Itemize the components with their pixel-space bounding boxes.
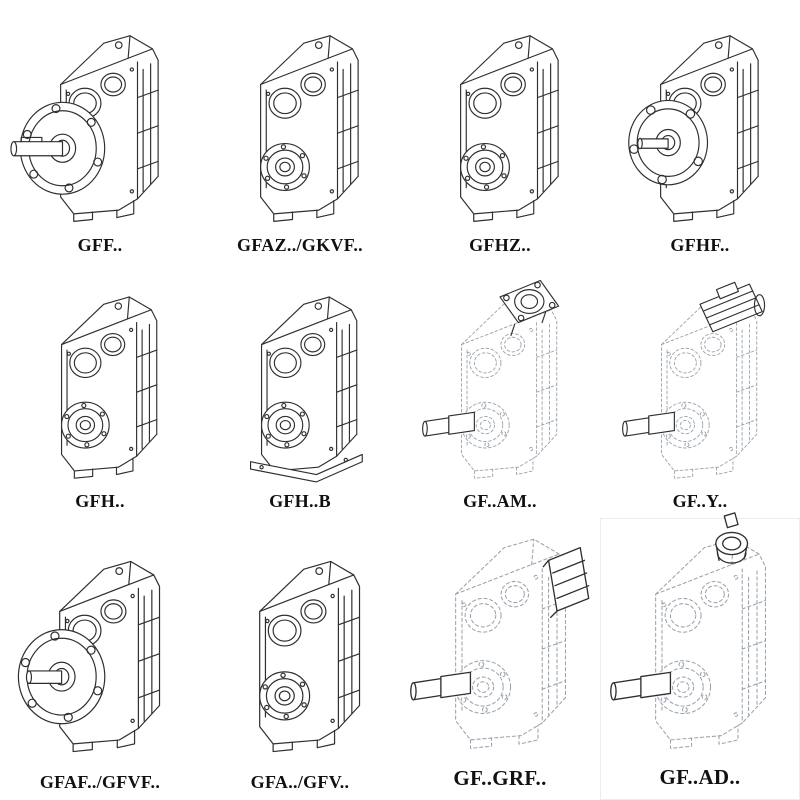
product-cell-gfaz-gkvf: GFAZ../GKVF.. xyxy=(200,0,400,262)
gearbox-output-flange-stub-shaft-icon xyxy=(0,520,200,770)
product-cell-gf-y: GF..Y.. xyxy=(600,262,800,518)
gearbox-with-iec-motor-adapter-icon xyxy=(400,264,600,489)
gearbox-with-input-side-unit-icon xyxy=(400,520,600,766)
product-cell-gfhz: GFHZ.. xyxy=(400,0,600,262)
product-label-gf-grf: GF..GRF.. xyxy=(453,766,547,790)
product-label-gfhz: GFHZ.. xyxy=(469,234,531,255)
product-cell-gfaf-gfvf: GFAF../GFVF.. xyxy=(0,518,200,800)
gearbox-svg xyxy=(628,35,759,222)
gearbox-hollow-output-bore-icon xyxy=(200,2,400,233)
product-cell-gfhf: GFHF.. xyxy=(600,0,800,262)
gearbox-svg xyxy=(610,512,767,749)
gearbox-svg xyxy=(260,35,359,222)
product-cell-gfh: GFH.. xyxy=(0,262,200,518)
product-label-gf-y: GF..Y.. xyxy=(672,491,728,512)
product-cell-gff: GFF.. xyxy=(0,0,200,262)
gearbox-svg xyxy=(259,560,361,753)
gearbox-svg xyxy=(410,538,590,749)
product-cell-gf-ad: GF..AD.. xyxy=(600,512,800,800)
gearbox-hollow-output-bore-icon xyxy=(0,264,200,489)
gearbox-svg xyxy=(60,296,158,479)
gearbox-with-input-shaft-adapter-icon xyxy=(601,512,799,765)
gearbox-b5-flange-icon xyxy=(600,2,800,233)
gearbox-svg xyxy=(622,281,766,479)
product-label-gfa-gfv: GFA../GFV.. xyxy=(250,772,350,792)
gearbox-hollow-bore-foot-mounted-icon xyxy=(200,264,400,489)
product-label-gfhf: GFHF.. xyxy=(670,234,730,255)
product-label-gff: GFF.. xyxy=(77,234,123,255)
gearbox-svg xyxy=(422,279,560,479)
product-cell-gfa-gfv: GFA../GFV.. xyxy=(200,518,400,800)
gearbox-with-mounted-motor-icon xyxy=(600,264,800,489)
gearbox-svg xyxy=(10,35,159,222)
gearbox-hollow-shrink-disc-bore-icon xyxy=(400,2,600,233)
product-label-gfaz-gkvf: GFAZ../GKVF.. xyxy=(237,234,363,255)
gearbox-hollow-output-bore-icon xyxy=(200,520,400,770)
product-label-gfaf-gfvf: GFAF../GFVF.. xyxy=(39,772,161,792)
product-cell-gf-am: GF..AM.. xyxy=(400,262,600,518)
gearbox-output-flange-solid-shaft-icon xyxy=(0,2,200,233)
product-label-gf-am: GF..AM.. xyxy=(463,491,537,512)
product-label-gfh: GFH.. xyxy=(75,491,125,512)
gearbox-svg xyxy=(460,35,559,222)
product-cell-gf-grf: GF..GRF.. xyxy=(400,518,600,800)
gearbox-svg xyxy=(249,296,363,483)
gearbox-svg xyxy=(17,560,161,753)
product-label-gfh-b: GFH..B xyxy=(269,491,331,512)
product-label-gf-ad: GF..AD.. xyxy=(659,765,741,789)
product-cell-gfh-b: GFH..B xyxy=(200,262,400,518)
